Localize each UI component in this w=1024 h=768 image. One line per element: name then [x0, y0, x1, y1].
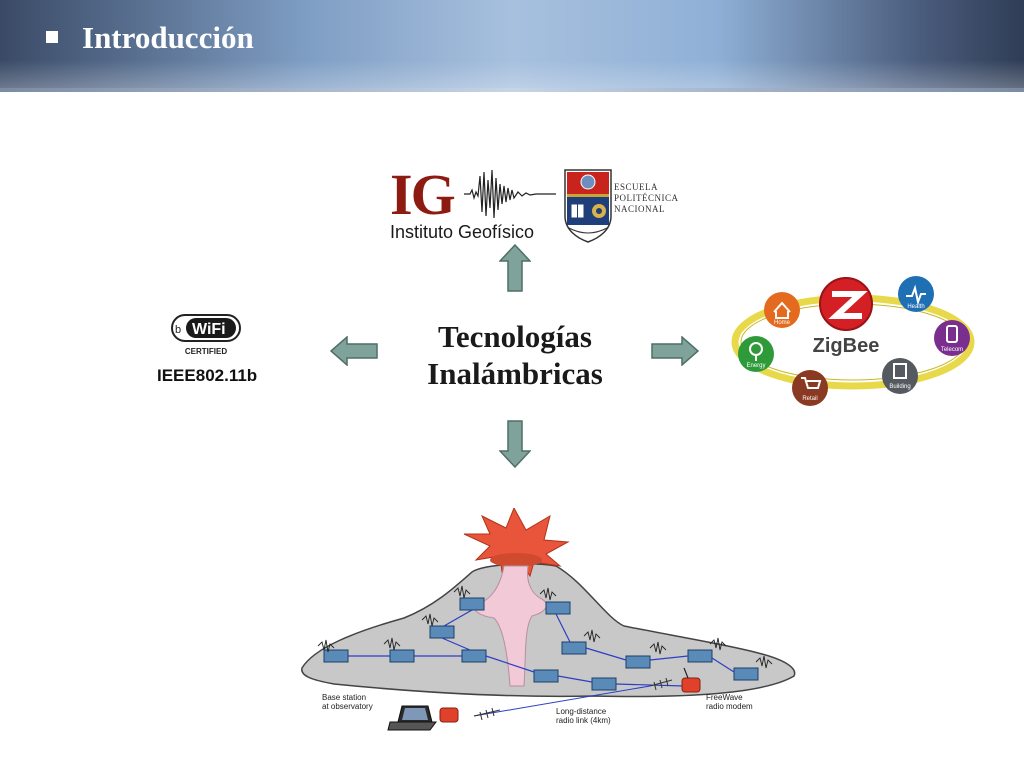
sensor-node	[389, 649, 415, 663]
center-text-line1: Tecnologías	[438, 319, 592, 354]
base-station-modem-icon	[439, 707, 459, 723]
sensor-node	[461, 649, 487, 663]
laptop-icon	[387, 705, 437, 731]
zigbee-node-home-label: Home	[774, 320, 791, 326]
header-divider	[0, 88, 1024, 92]
network-links	[348, 609, 735, 687]
zigbee-node-health-label: Health	[907, 304, 924, 310]
sensor-node	[429, 625, 455, 639]
slide-header-bar: Introducción	[0, 0, 1024, 88]
zigbee-node-retail-label: Retail	[802, 396, 817, 402]
freewave-radio-modem-icon	[681, 667, 701, 693]
ig-logo-caption: Instituto Geofísico	[390, 222, 535, 242]
zigbee-node-building-label: Building	[889, 384, 910, 390]
title-bullet	[46, 31, 58, 43]
zigbee-name: ZigBee	[813, 335, 880, 357]
svg-text:b: b	[175, 324, 181, 336]
base-station-label-1: Base station	[322, 693, 366, 702]
wifi-certified-label: CERTIFIED	[185, 347, 227, 356]
arrow-up-icon	[499, 244, 531, 292]
epn-shield-icon	[564, 169, 612, 243]
wifi-certified-logo: b WiFi CERTIFIED	[171, 314, 241, 356]
sensor-node	[687, 649, 713, 663]
yagi-antenna-icon-2	[473, 707, 501, 721]
arrow-left-icon	[330, 336, 378, 366]
epn-line1: ESCUELA	[614, 182, 658, 192]
wifi-standard-label: IEEE802.11b	[157, 366, 258, 385]
epn-logo-text: ESCUELA POLITÉCNICA NACIONAL	[614, 182, 679, 215]
volcano-sensor-network-diagram: FreeWave radio modem Long-distance radio…	[301, 508, 796, 731]
zigbee-node-health: Health	[898, 276, 934, 312]
zigbee-node-retail: Retail	[792, 370, 828, 406]
instituto-geofisico-logo: IG Instituto Geofísico	[388, 164, 558, 244]
freewave-label-2: radio modem	[706, 702, 753, 711]
base-station-label-2: at observatory	[322, 702, 373, 711]
ig-logo-letters: IG	[390, 162, 456, 227]
sensor-node	[561, 641, 587, 655]
slide-title: Introducción	[82, 20, 254, 55]
sensor-node	[459, 597, 485, 611]
seismic-signals	[317, 585, 773, 669]
sensor-node	[533, 669, 559, 683]
arrow-down-icon	[499, 420, 531, 468]
zigbee-node-building: Building	[882, 358, 918, 394]
zigbee-node-energy: Energy	[738, 336, 774, 372]
center-topic: Tecnologías Inalámbricas	[395, 318, 635, 392]
long-distance-label-2: radio link (4km)	[556, 716, 611, 725]
zigbee-logo: ZigBee Home Health Telecom Building Reta…	[731, 276, 975, 406]
zigbee-node-energy-label: Energy	[746, 363, 765, 369]
epn-line2: POLITÉCNICA	[614, 193, 679, 203]
freewave-label-1: FreeWave	[706, 693, 743, 702]
epn-line3: NACIONAL	[614, 204, 665, 214]
seismogram-wave-icon	[464, 169, 556, 219]
long-distance-link	[473, 685, 651, 717]
zigbee-node-telecom-label: Telecom	[941, 347, 963, 353]
sensor-node	[545, 601, 571, 615]
arrow-right-icon	[651, 336, 699, 366]
long-distance-label-1: Long-distance	[556, 707, 607, 716]
sensor-node	[591, 677, 617, 691]
sensor-node	[625, 655, 651, 669]
yagi-antenna-icon	[649, 677, 673, 691]
sensor-node	[733, 667, 759, 681]
zigbee-node-telecom: Telecom	[934, 320, 970, 356]
center-text-line2: Inalámbricas	[427, 356, 603, 391]
wifi-logo-label: WiFi	[192, 321, 226, 338]
zigbee-node-home: Home	[764, 292, 800, 328]
